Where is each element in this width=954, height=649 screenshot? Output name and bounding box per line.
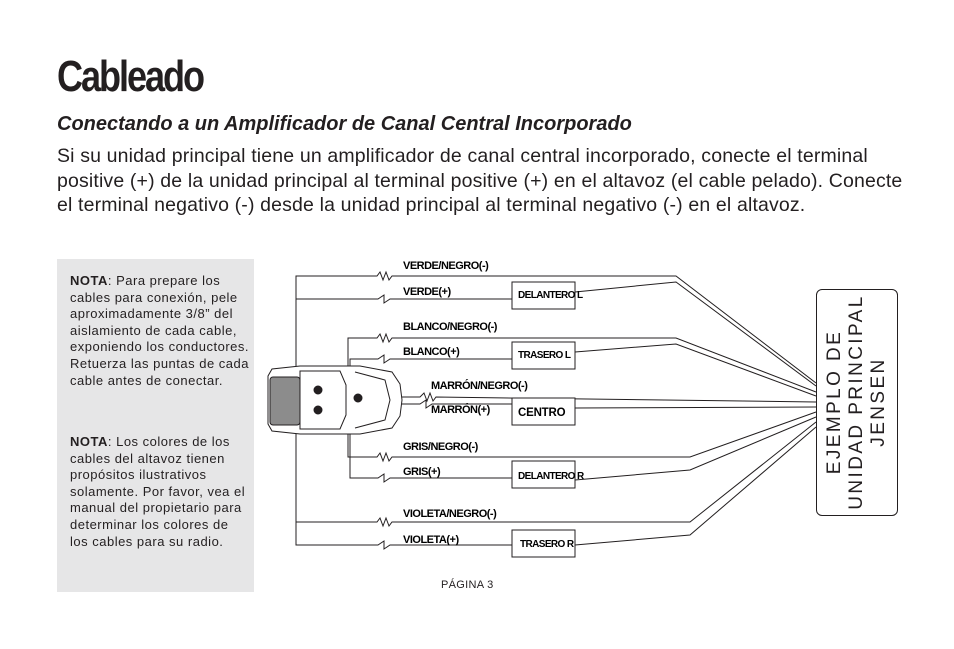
wire-bundle [295, 270, 817, 550]
wire-label-rear-r-pos: VIOLETA(+) [403, 534, 459, 546]
head-unit-line: UNIDAD PRINCIPAL [846, 294, 867, 510]
speaker-box-front-r [511, 460, 576, 489]
note-prep-wires: NOTA: Para prepare los cables para conex… [70, 273, 250, 389]
speaker-label-front-l: DELANTERO L [518, 290, 583, 301]
car-illustration [267, 365, 403, 435]
page-title: Cableado [57, 52, 205, 101]
speaker-box-center [511, 397, 576, 426]
wire-label-front-l-pos: VERDE(+) [403, 286, 451, 298]
speaker-box-rear-l [511, 341, 576, 370]
section-subtitle: Conectando a un Amplificador de Canal Ce… [57, 113, 632, 135]
speaker-rows: VERDE/NEGRO(-) VERDE(+) DELANTERO L BLAN… [403, 260, 586, 558]
wire-label-rear-r-neg: VIOLETA/NEGRO(-) [403, 508, 497, 520]
notes-panel: NOTA: Para prepare los cables para conex… [57, 259, 254, 592]
speaker-label-rear-l: TRASERO L [518, 350, 571, 361]
intro-paragraph: Si su unidad principal tiene un amplific… [57, 145, 903, 216]
head-unit-line: EJEMPLO DE [824, 329, 845, 475]
note-wire-colors: NOTA: Los colores de los cables del alta… [70, 434, 250, 550]
note-label: NOTA [70, 273, 108, 288]
note-label: NOTA [70, 434, 108, 449]
speaker-box-rear-r [511, 529, 576, 558]
note-text: : Los colores de los cables del altavoz … [70, 434, 246, 549]
speaker-label-center: CENTRO [518, 407, 566, 419]
page-number: PÁGINA 3 [441, 579, 494, 591]
wire-label-front-r-neg: GRIS/NEGRO(-) [403, 441, 479, 453]
wire-label-center-neg: MARRÓN/NEGRO(-) [431, 379, 528, 392]
wire-label-center-pos: MARRÓN(+) [431, 403, 491, 416]
wire-label-rear-l-pos: BLANCO(+) [403, 346, 460, 358]
wire-label-rear-l-neg: BLANCO/NEGRO(-) [403, 321, 498, 333]
head-unit-box: EJEMPLO DE UNIDAD PRINCIPAL JENSEN [816, 289, 898, 516]
head-unit-line: JENSEN [868, 357, 889, 447]
speaker-label-front-r: DELANTERO R [518, 471, 585, 482]
wire-label-front-l-neg: VERDE/NEGRO(-) [403, 260, 489, 272]
speaker-label-rear-r: TRASERO R [520, 539, 575, 550]
head-unit-label: EJEMPLO DE UNIDAD PRINCIPAL JENSEN [824, 290, 890, 515]
note-text: : Para prepare los cables para conexión,… [70, 273, 250, 388]
wire-label-front-r-pos: GRIS(+) [403, 466, 441, 478]
speaker-box-front-l [511, 281, 576, 310]
